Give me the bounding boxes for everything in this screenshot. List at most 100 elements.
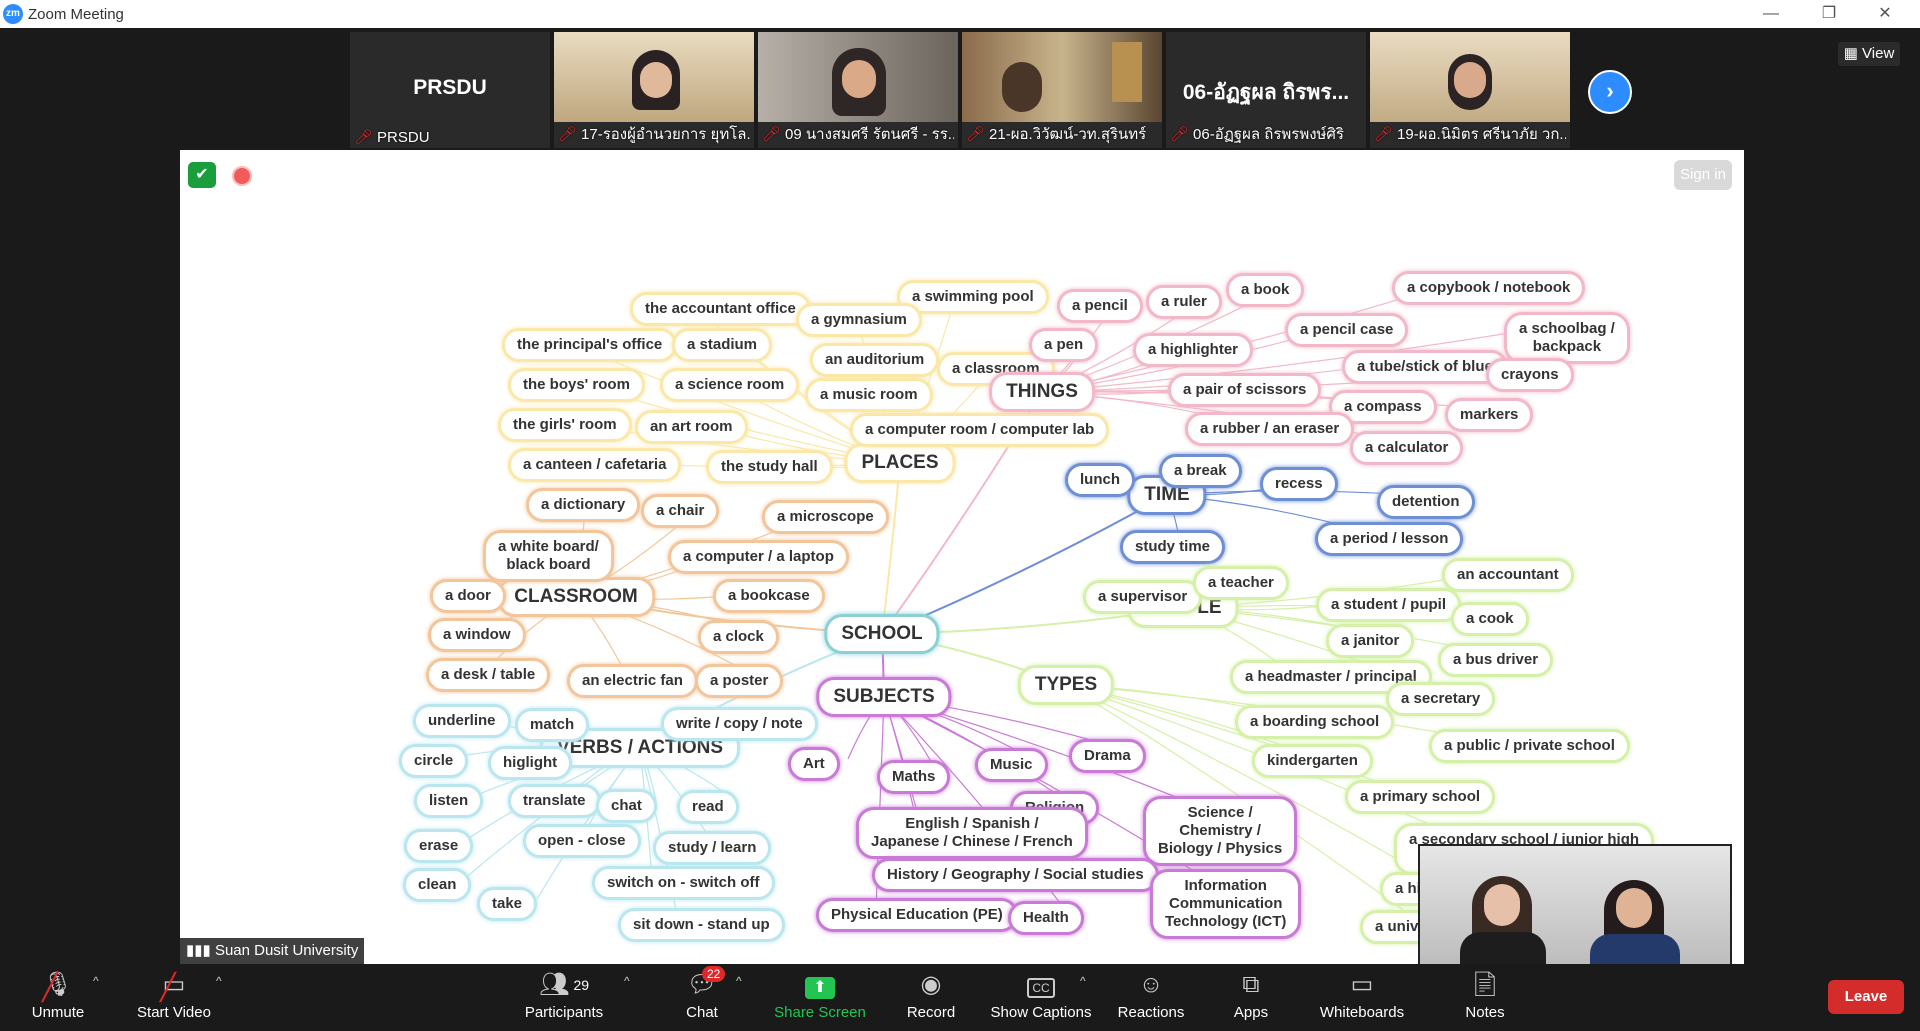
record-icon: ◉ bbox=[920, 971, 942, 998]
muted-mic-icon: 🎤︎ bbox=[1170, 126, 1190, 143]
mindmap-hub-subjects: SUBJECTS bbox=[816, 677, 952, 717]
mindmap-node: a computer / a laptop bbox=[668, 540, 849, 574]
mindmap-node: Art bbox=[788, 747, 840, 781]
chat-button[interactable]: 💬︎ 22 Chat bbox=[678, 966, 726, 1021]
audio-options-chevron-icon[interactable]: ^ bbox=[93, 974, 99, 988]
mindmap-node: the study hall bbox=[706, 450, 833, 484]
zoom-logo-icon: zm bbox=[3, 4, 23, 24]
participant-video bbox=[962, 32, 1162, 122]
mindmap-node: clean bbox=[403, 868, 472, 902]
mindmap-node: a tube/stick of blue bbox=[1342, 350, 1508, 384]
participant-video bbox=[758, 32, 958, 122]
whiteboards-button[interactable]: ▭ Whiteboards bbox=[1316, 970, 1408, 1021]
mindmap-node: the boys' room bbox=[508, 368, 645, 402]
record-button[interactable]: ◉ Record bbox=[896, 970, 966, 1021]
participant-tile[interactable]: 🎤︎21-ผอ.วิวัฒน์-วท.สุรินทร์ bbox=[962, 32, 1162, 148]
mindmap-node: a teacher bbox=[1193, 566, 1289, 600]
mindmap-node: a pen bbox=[1029, 328, 1099, 362]
sign-in-button[interactable]: Sign in bbox=[1674, 160, 1732, 190]
captions-icon: CC bbox=[1027, 978, 1055, 998]
notes-button[interactable]: 📄︎ Notes bbox=[1462, 970, 1508, 1021]
reactions-icon: ☺ bbox=[1138, 971, 1164, 998]
share-screen-button[interactable]: ⬆ Share Screen bbox=[774, 977, 866, 1021]
mindmap-node: History / Geography / Social studies bbox=[872, 858, 1159, 892]
mindmap-node: the accountant office bbox=[630, 292, 811, 326]
mindmap-node: a clock bbox=[698, 620, 779, 654]
view-button[interactable]: ▦ View bbox=[1838, 42, 1900, 66]
mindmap-node: lunch bbox=[1065, 463, 1135, 497]
window-title: Zoom Meeting bbox=[28, 6, 124, 23]
mindmap-node: a supervisor bbox=[1083, 580, 1203, 614]
video-options-chevron-icon[interactable]: ^ bbox=[216, 974, 222, 988]
chat-options-chevron-icon[interactable]: ^ bbox=[736, 974, 742, 988]
mindmap-node: Music bbox=[975, 748, 1048, 782]
muted-mic-icon: 🎤︎ bbox=[762, 126, 782, 143]
minimize-button[interactable]: — bbox=[1763, 5, 1779, 22]
mindmap-node: a highlighter bbox=[1133, 333, 1253, 367]
mindmap-node: Science /Chemistry /Biology / Physics bbox=[1143, 796, 1298, 866]
participants-count: 29 bbox=[573, 977, 590, 993]
participant-tile[interactable]: 🎤︎19-ผอ.นิมิตร ศรีนาภัย วก... bbox=[1370, 32, 1570, 148]
mindmap-node: sit down - stand up bbox=[618, 908, 785, 942]
unmute-button[interactable]: 🎙︎╱ Unmute bbox=[28, 970, 88, 1021]
floating-video-panel[interactable] bbox=[1418, 844, 1732, 966]
participant-caption: 🎤︎17-รองผู้อำนวยการ ยุทโล... bbox=[558, 126, 750, 143]
signal-bars-icon: ▮▮▮ bbox=[186, 942, 215, 959]
next-page-chevron-icon[interactable]: › bbox=[1588, 70, 1632, 114]
participant-tile[interactable]: 06-อัฏฐผล ถิรพร... 🎤︎06-อัฏฐผล ถิรพรพงษ์… bbox=[1166, 32, 1366, 148]
mindmap-node: a stadium bbox=[672, 328, 773, 362]
restore-button[interactable]: ❐ bbox=[1821, 5, 1837, 22]
mindmap-node: a calculator bbox=[1350, 431, 1464, 465]
participants-options-chevron-icon[interactable]: ^ bbox=[624, 974, 630, 988]
mindmap-node: Health bbox=[1008, 901, 1084, 935]
participant-caption: 🎤︎19-ผอ.นิมิตร ศรีนาภัย วก... bbox=[1374, 126, 1566, 143]
mindmap-node: chat bbox=[596, 789, 657, 823]
participant-tile[interactable]: 🎤︎17-รองผู้อำนวยการ ยุทโล... bbox=[554, 32, 754, 148]
title-bar: zm Zoom Meeting — ❐ ✕ bbox=[0, 0, 1920, 28]
mindmap-node: a ruler bbox=[1146, 285, 1222, 319]
mindmap-node: a public / private school bbox=[1429, 729, 1630, 763]
participant-name-large: PRSDU bbox=[413, 76, 487, 99]
mindmap-node: a student / pupil bbox=[1316, 588, 1461, 622]
mindmap-node: a secretary bbox=[1386, 682, 1496, 716]
mindmap-node: a book bbox=[1226, 273, 1305, 307]
mindmap-node: a dictionary bbox=[526, 488, 641, 522]
mindmap-hub-classroom: CLASSROOM bbox=[497, 577, 655, 617]
presenter-label: ▮▮▮ Suan Dusit University bbox=[180, 938, 365, 964]
show-captions-button[interactable]: CC Show Captions bbox=[988, 970, 1094, 1021]
participants-button[interactable]: 👥︎29 Participants bbox=[524, 971, 604, 1021]
muted-mic-icon: 🎤︎ bbox=[1374, 126, 1394, 143]
mindmap-node: a schoolbag /backpack bbox=[1504, 312, 1630, 364]
apps-button[interactable]: ⧉ Apps bbox=[1228, 970, 1274, 1021]
leave-button[interactable]: Leave bbox=[1828, 980, 1904, 1014]
mindmap-node: erase bbox=[404, 829, 474, 863]
mindmap-node: a swimming pool bbox=[897, 280, 1049, 314]
mindmap-node: kindergarten bbox=[1252, 744, 1373, 778]
mindmap-hub-types: TYPES bbox=[1017, 665, 1115, 705]
participant-tile[interactable]: 🎤︎09 นางสมศรี รัตนศรี - รร... bbox=[758, 32, 958, 148]
notes-icon: 📄︎ bbox=[1469, 971, 1501, 998]
mindmap-hub-things: THINGS bbox=[989, 372, 1095, 412]
mindmap-node: a window bbox=[428, 618, 526, 652]
security-shield-icon[interactable]: ✔ bbox=[188, 162, 216, 188]
close-button[interactable]: ✕ bbox=[1878, 5, 1892, 22]
mindmap-node: a music room bbox=[805, 378, 933, 412]
chat-unread-badge: 22 bbox=[702, 966, 726, 982]
start-video-button[interactable]: ▭╱ Start Video bbox=[134, 970, 214, 1021]
participant-name-large: 06-อัฏฐผล ถิรพร... bbox=[1182, 81, 1350, 104]
apps-icon: ⧉ bbox=[1242, 971, 1260, 998]
participant-video bbox=[1370, 32, 1570, 122]
mindmap-node: a janitor bbox=[1326, 624, 1415, 658]
recording-indicator-icon bbox=[232, 166, 252, 186]
mindmap-node: an accountant bbox=[1442, 558, 1574, 592]
mindmap-node: a gymnasium bbox=[796, 303, 922, 337]
meeting-toolbar: 🎙︎╱ Unmute ^ ▭╱ Start Video ^ 👥︎29 Parti… bbox=[0, 964, 1920, 1031]
mindmap-node: an art room bbox=[635, 410, 748, 444]
captions-options-chevron-icon[interactable]: ^ bbox=[1080, 974, 1086, 988]
participant-video bbox=[554, 32, 754, 122]
mindmap-node: open - close bbox=[523, 824, 641, 858]
reactions-button[interactable]: ☺ Reactions bbox=[1117, 971, 1185, 1021]
participant-tile[interactable]: PRSDU 🎤︎PRSDU bbox=[350, 32, 550, 148]
mindmap-node: a pair of scissors bbox=[1168, 373, 1322, 407]
mindmap-node: a pencil bbox=[1057, 289, 1143, 323]
